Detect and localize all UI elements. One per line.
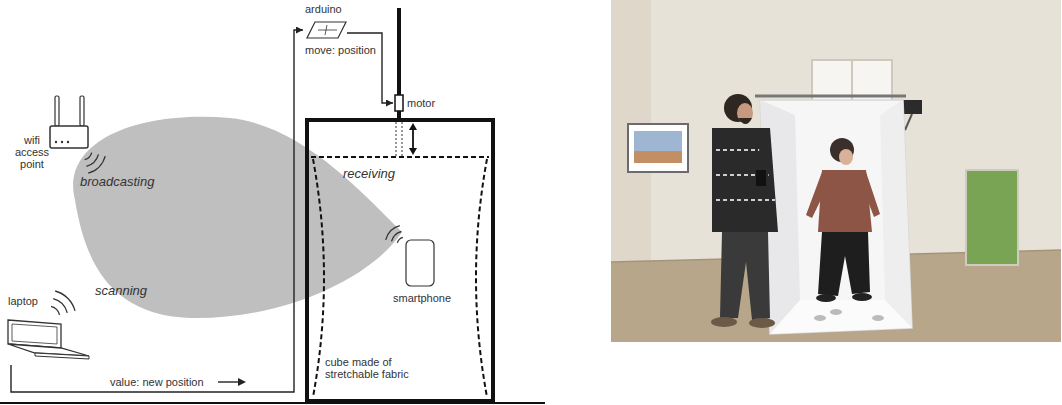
wave-arc (88, 156, 105, 173)
person-legs (818, 232, 870, 296)
visitor-shoe (711, 317, 737, 327)
node-label: cube made of stretchable fabric (325, 356, 425, 380)
node-label: laptop (8, 295, 38, 307)
picture-image (634, 151, 682, 163)
green-panel (966, 170, 1018, 265)
fabric-side (476, 159, 487, 397)
receiving-waves (386, 226, 403, 243)
wave-arc (85, 153, 92, 160)
fabric-side (313, 159, 324, 397)
visitor-beard (738, 118, 752, 124)
router-body (50, 126, 88, 148)
pull-cord (396, 122, 402, 156)
cube-frame (307, 120, 493, 401)
picture-image (634, 131, 682, 151)
arrow-head (238, 378, 246, 386)
antenna (80, 96, 84, 126)
person-face (839, 149, 853, 165)
lamp-arm (905, 114, 912, 130)
wave-arc (392, 232, 402, 242)
laptop-device: laptop (5, 295, 93, 365)
lamp (902, 100, 922, 114)
motion-arrow-head (409, 123, 417, 130)
tent-frame (755, 95, 906, 98)
wall-picture (628, 124, 688, 172)
wave-arc (55, 291, 75, 311)
wave-arc (397, 237, 403, 243)
laptop-edge (35, 353, 89, 359)
signal-label: broadcasting (80, 174, 154, 189)
signal-wire (347, 33, 393, 103)
footprint (814, 315, 826, 321)
footprint (830, 309, 842, 315)
board-outline (307, 22, 346, 38)
installation-photo (611, 0, 1061, 342)
visitor-face (737, 103, 753, 123)
tent-side (880, 100, 912, 328)
connector-label: move: position (305, 44, 376, 56)
arduino-board: arduino (303, 3, 347, 39)
status-led (55, 141, 57, 143)
visitor-head (724, 94, 752, 122)
visitor-legs (720, 232, 770, 320)
direction-arrow (218, 378, 246, 386)
person-arm (806, 172, 828, 218)
motion-arrow-head (409, 148, 417, 155)
scanning-waves (51, 291, 75, 315)
person-shoe (852, 293, 872, 301)
signal-label: scanning (95, 283, 147, 298)
wifi-access-point: wifi access point (12, 90, 92, 170)
board-detail (318, 25, 337, 35)
arrow-shaft (218, 381, 240, 382)
laptop-display (12, 324, 57, 344)
wave-arc (53, 299, 67, 313)
gallery-wall (611, 0, 1061, 342)
tent-fabric (760, 100, 912, 334)
phone-outline (406, 240, 434, 286)
status-led (61, 141, 63, 143)
wave-arc (386, 226, 400, 240)
status-led (67, 141, 69, 143)
motor-box: motor (393, 94, 435, 112)
person-shirt (818, 170, 872, 232)
signal-label: receiving (343, 166, 395, 181)
tent-floor (770, 300, 912, 334)
node-label: motor (407, 97, 435, 109)
person-shoe (816, 294, 836, 302)
visitor-shoe (749, 318, 775, 328)
node-label: wifi access point (14, 134, 50, 170)
fabric-top (311, 156, 489, 158)
motion-arrow (412, 129, 414, 149)
broadcast-area (73, 117, 402, 318)
motor-housing (395, 95, 403, 111)
broadcast-waves (85, 153, 106, 174)
fabric-cube: cube made of stretchable fabric smartphon… (305, 118, 495, 403)
person-arm (862, 172, 880, 217)
visitor-phone (756, 170, 766, 186)
node-label: arduino (305, 3, 342, 15)
wave-arc (51, 306, 60, 315)
footprint (872, 315, 884, 321)
antenna (55, 96, 59, 126)
visitor-sweater (712, 128, 778, 232)
wave-arc (86, 154, 98, 166)
signal-wire (11, 30, 303, 392)
node-label: smartphone (393, 292, 451, 304)
laptop-screen (8, 320, 61, 348)
smartphone-device: smartphone (393, 238, 451, 306)
connector-label: value: new position (110, 376, 204, 388)
